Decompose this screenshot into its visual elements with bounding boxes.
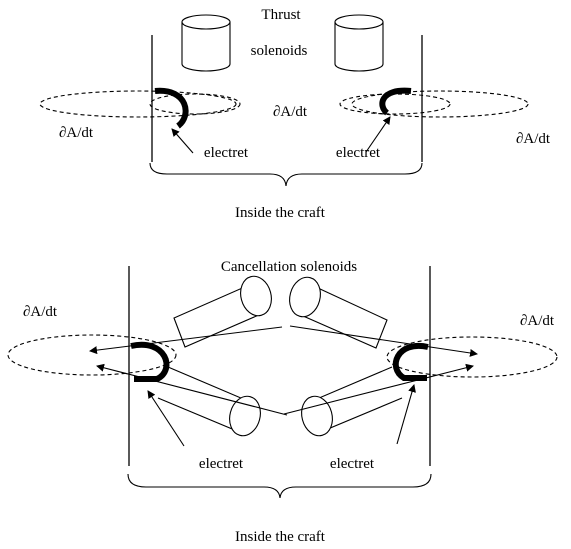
bottom-right-electret [392,342,429,381]
bottom-left-field-loop [7,334,177,376]
bottom-right-field-loop [386,336,558,378]
bottom-inside-label: Inside the craft [235,529,326,545]
axis-line-lower-left [96,363,288,416]
top-left-field-loop-inner [149,93,241,115]
axis-line-upper-right [289,325,478,357]
bottom-inside-brace [127,473,432,499]
top-left-electret [154,87,189,129]
top-left-electret-arrow [171,128,194,154]
axis-line-lower-right [283,363,474,415]
cancellation-solenoid-lower-right [301,366,403,437]
cancellation-solenoid-upper-right [289,276,388,349]
top-right-electret [379,87,412,116]
top-center-dadt-label: ∂A/dt [273,104,308,120]
thrust-solenoid-left [181,14,231,72]
bottom-right-electret-arrow [396,384,416,445]
bottom-right-electret-label: electret [330,456,375,472]
thrust-label-line1: Thrust [261,7,301,23]
bottom-left-dadt-label: ∂A/dt [23,304,58,320]
top-right-dadt-label: ∂A/dt [516,131,551,147]
bottom-left-electret-label: electret [199,456,244,472]
top-right-electret-arrow [365,116,391,153]
top-right-field-loop-outer [351,90,529,118]
bottom-diagram: Cancellation solenoids ∂A/dt ∂A/dt elect… [7,259,558,545]
thrust-label-line2: solenoids [251,43,308,59]
top-left-field-loop-outer [39,90,237,118]
top-inside-label: Inside the craft [235,205,326,221]
thrust-solenoid-right [334,14,384,72]
bottom-left-electret [130,341,170,382]
top-left-dadt-label: ∂A/dt [59,125,94,141]
top-inside-brace [149,162,423,187]
top-diagram: Thrust solenoids ∂A/dt ∂A/dt ∂A/dt elect… [39,7,551,221]
bottom-left-electret-arrow [147,390,185,447]
cancellation-solenoid-upper-left [173,275,272,348]
top-right-electret-label: electret [336,145,381,161]
axis-line-upper-left [89,326,283,355]
cancellation-label: Cancellation solenoids [221,259,357,275]
top-left-electret-label: electret [204,145,249,161]
cancellation-solenoid-lower-left [157,366,261,437]
top-right-field-loop-inner [339,93,451,115]
bottom-right-dadt-label: ∂A/dt [520,313,555,329]
